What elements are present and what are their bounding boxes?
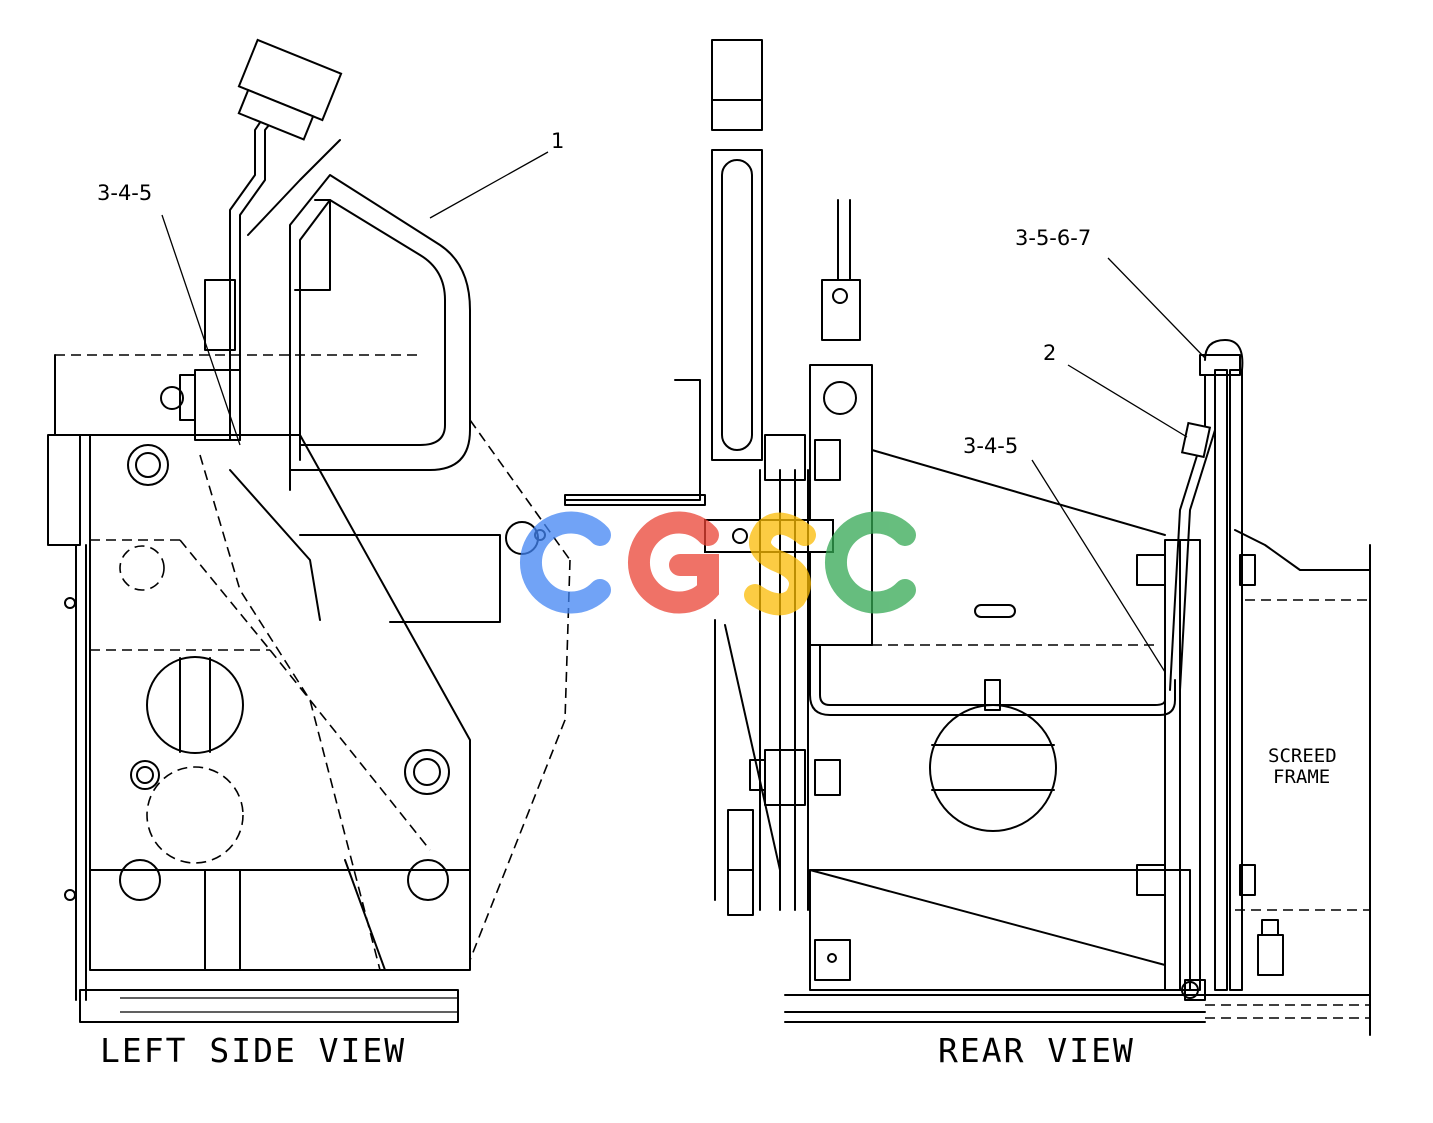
callout-3-4-5-left: 3-4-5 <box>97 181 152 205</box>
rear-view-drawing <box>564 39 1371 1036</box>
callout-1: 1 <box>551 129 564 153</box>
leader-lines <box>161 151 1206 673</box>
left-side-view-drawing <box>47 38 571 1023</box>
watermark-letter-g <box>628 511 719 614</box>
callout-2: 2 <box>1043 341 1056 365</box>
callout-3-5-6-7: 3-5-6-7 <box>1015 226 1091 250</box>
left-side-view-title: LEFT SIDE VIEW <box>100 1031 406 1070</box>
screed-frame-label-line2: FRAME <box>1273 766 1330 788</box>
callout-3-4-5-rear: 3-4-5 <box>963 434 1018 458</box>
watermark-letter-c2 <box>825 511 916 614</box>
rear-view-title: REAR VIEW <box>938 1031 1135 1070</box>
cgsc-watermark-logo <box>520 511 916 616</box>
screed-frame-label-line1: SCREED <box>1268 745 1337 767</box>
watermark-letter-s <box>744 512 816 616</box>
watermark-letter-c1 <box>520 511 611 614</box>
